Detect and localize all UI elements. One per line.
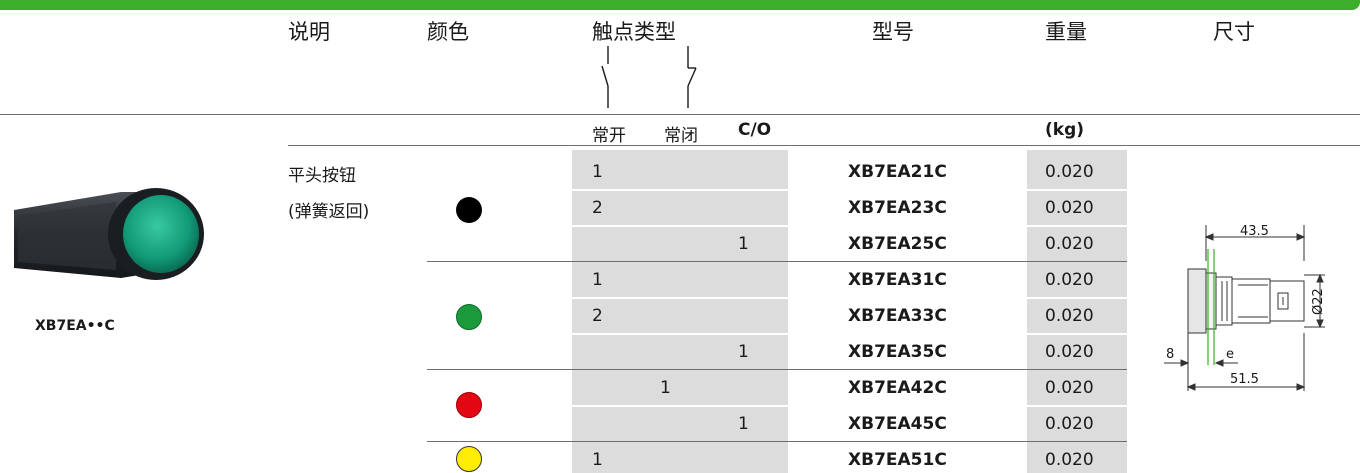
green-color-dot <box>456 304 482 330</box>
dimension-total-length: 51.5 <box>1230 372 1259 387</box>
dimension-front: 8 <box>1166 347 1174 362</box>
group-divider <box>427 261 1127 262</box>
push-button-photo <box>14 188 204 280</box>
dimension-drawing: 43.5 Ø22 8 e 51.5 <box>1164 224 1326 391</box>
contact-column-shading <box>572 150 788 473</box>
row-divider <box>572 333 1127 335</box>
header-dimensions: 尺寸 <box>1213 20 1255 44</box>
header-weight: 重量 <box>1045 20 1087 44</box>
group-divider <box>427 441 1127 442</box>
subheader-co: C/O <box>738 120 772 140</box>
description-line-2: (弹簧返回) <box>288 202 370 222</box>
subheader-nc: 常闭 <box>664 126 698 146</box>
header-description: 说明 <box>288 20 330 44</box>
contact-symbols-icon <box>601 46 697 108</box>
row-divider <box>572 297 1127 299</box>
yellow-color-dot <box>456 446 482 472</box>
row-divider <box>572 405 1127 407</box>
dimension-diameter: Ø22 <box>1311 288 1326 315</box>
subheader-divider <box>288 145 1360 146</box>
header-color: 颜色 <box>427 20 469 44</box>
dimension-e: e <box>1226 347 1234 362</box>
header-contact-type: 触点类型 <box>592 20 676 44</box>
header-model: 型号 <box>872 20 914 44</box>
product-caption: XB7EA••C <box>35 318 115 334</box>
description-line-1: 平头按钮 <box>288 166 356 186</box>
top-accent-bar <box>0 0 1360 10</box>
row-divider <box>572 189 1127 191</box>
subheader-no: 常开 <box>592 126 626 146</box>
subheader-weight-unit: (kg) <box>1045 120 1085 140</box>
dimension-body-length: 43.5 <box>1240 224 1269 239</box>
row-divider <box>572 225 1127 227</box>
weight-column-shading <box>1027 150 1127 473</box>
red-color-dot <box>456 392 482 418</box>
black-color-dot <box>456 197 482 223</box>
header-divider <box>0 114 1360 115</box>
group-divider <box>427 369 1127 370</box>
